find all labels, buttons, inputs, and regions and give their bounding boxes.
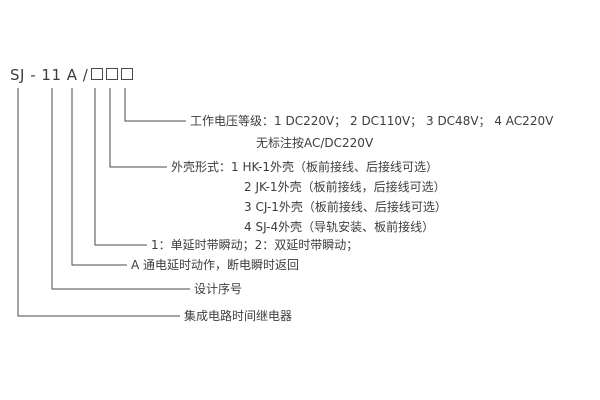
case-form-option-1: 外壳形式：1 HK-1外壳（板前接线、后接线可选） — [171, 160, 439, 174]
line-product-name — [17, 88, 180, 317]
delay-type-label: 1：单延时带瞬动；2：双延时带瞬动； — [151, 238, 359, 252]
voltage-level-label: 工作电压等级：1 DC220V； 2 DC110V； 3 DC48V； 4 AC… — [190, 114, 554, 128]
case-form-option-2: 2 JK-1外壳（板前接线，后接线可选） — [244, 180, 446, 194]
line-design-serial — [51, 88, 190, 290]
line-delay-type — [94, 88, 147, 246]
design-serial-label: 设计序号 — [194, 282, 243, 296]
case-form-option-4: 4 SJ-4外壳（导轨安装、板前接线） — [244, 220, 435, 234]
case-form-option-3: 3 CJ-1外壳（板前接线、后接线可选） — [244, 200, 447, 214]
model-option-box-2 — [106, 68, 119, 80]
line-voltage-level — [124, 88, 186, 122]
line-action-mode — [71, 88, 127, 266]
model-option-box-1 — [91, 68, 104, 80]
model-code-text: SJ - 11 A / — [10, 66, 89, 84]
action-mode-label: A 通电延时动作，断电瞬时返回 — [131, 258, 300, 272]
product-name-label: 集成电路时间继电器 — [184, 309, 293, 323]
model-code: SJ - 11 A / — [10, 66, 134, 84]
voltage-default-note: 无标注按AC/DC220V — [256, 136, 374, 150]
model-option-box-3 — [121, 68, 134, 80]
line-case-form — [109, 88, 167, 168]
